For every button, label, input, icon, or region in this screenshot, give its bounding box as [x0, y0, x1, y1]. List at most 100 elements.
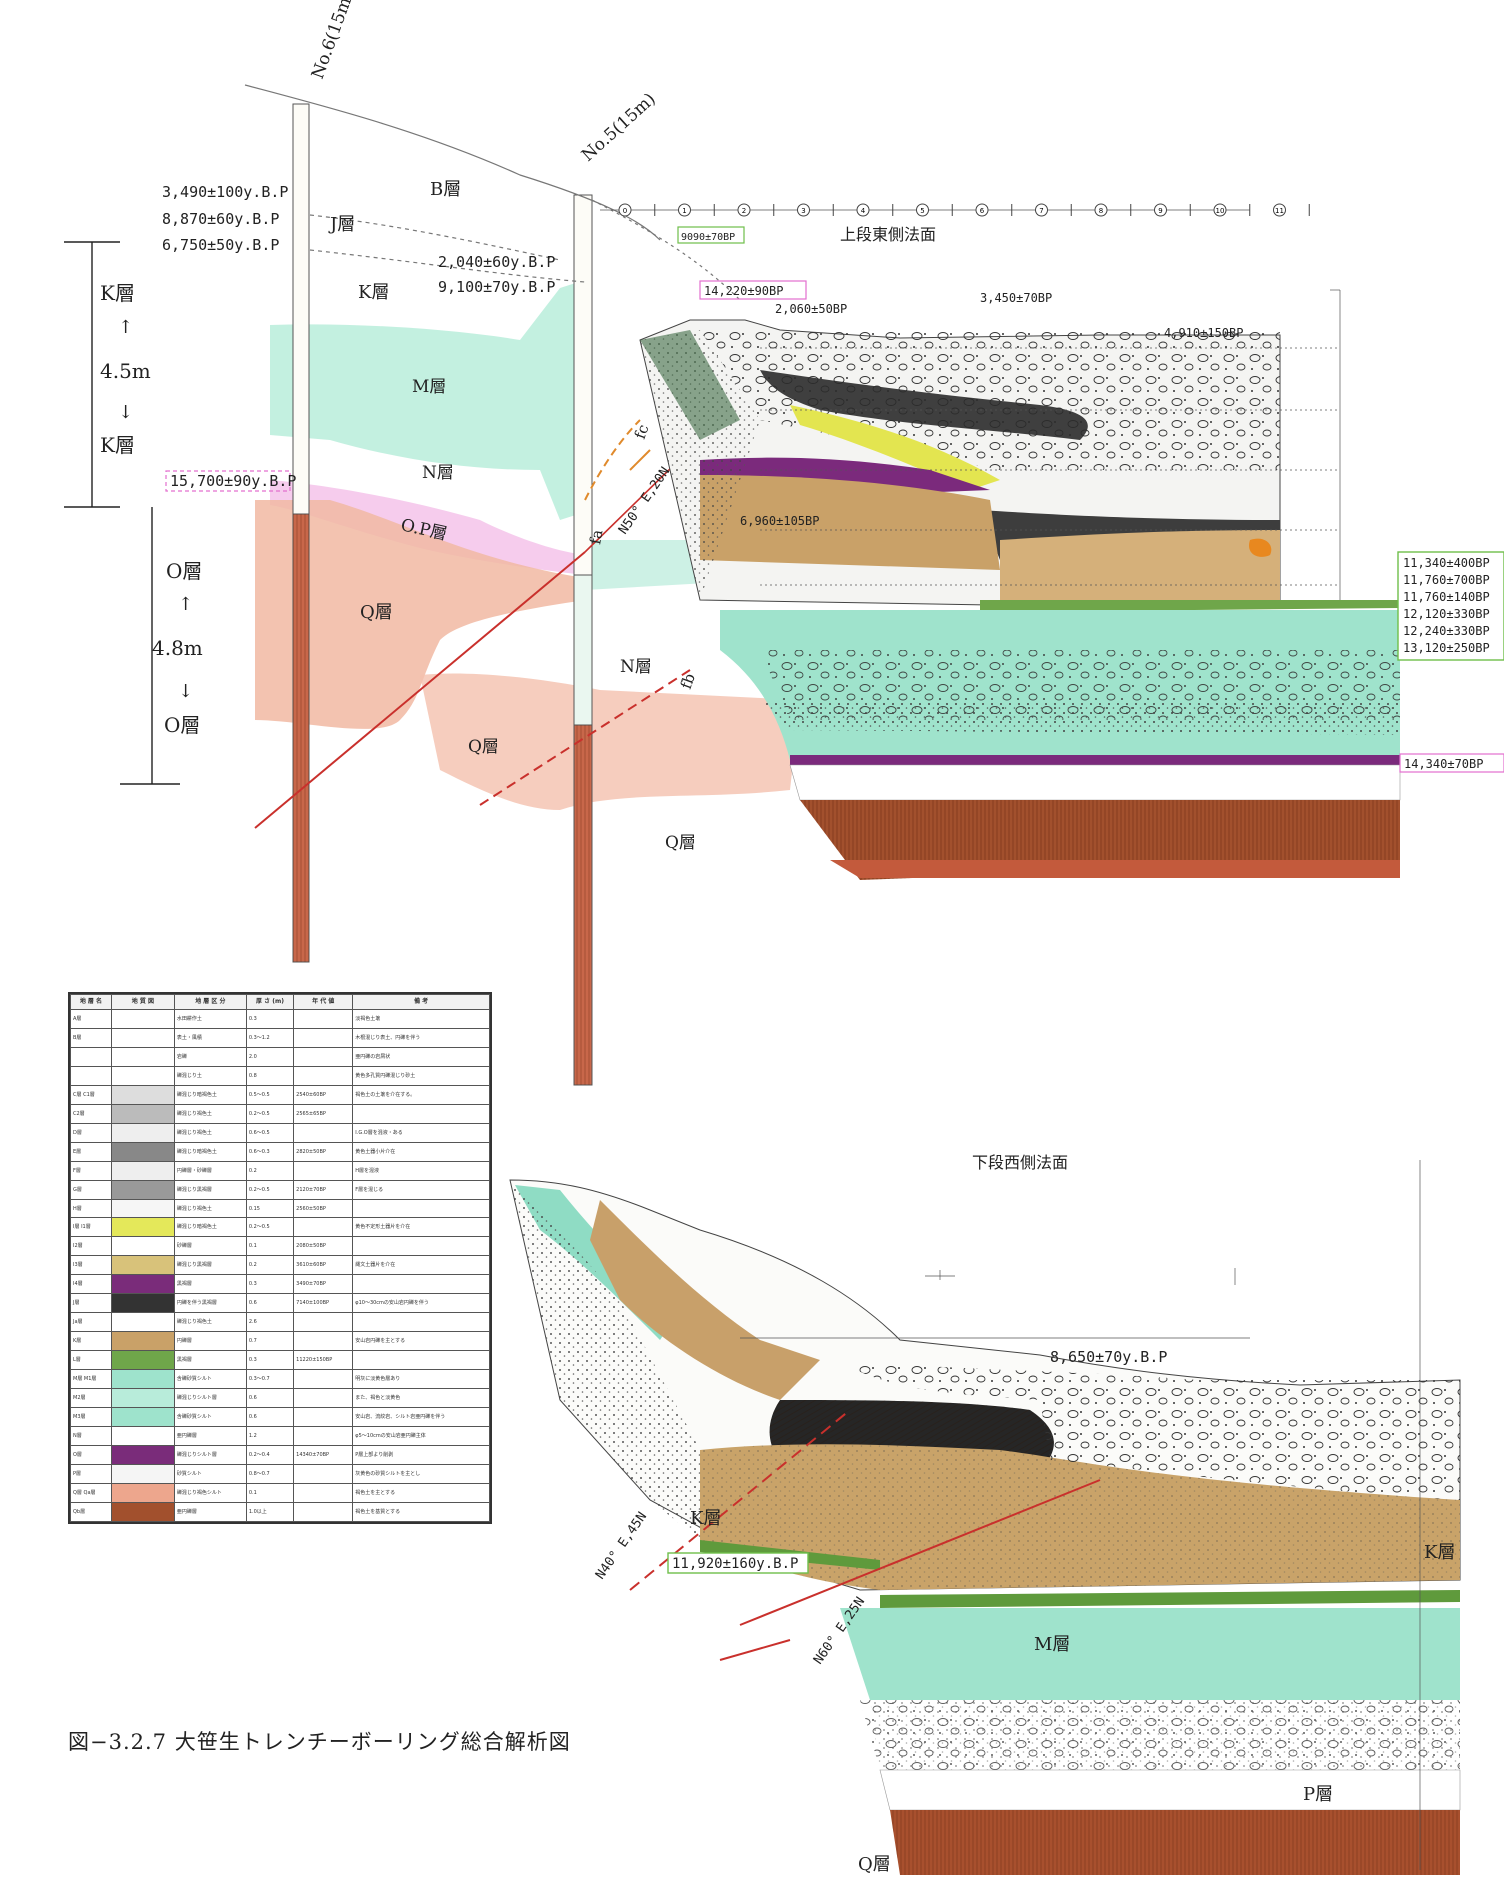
column-marker-label-10: 10	[1216, 207, 1225, 215]
legend-cell	[110, 1065, 175, 1086]
legend-cell: 3490±70BP	[293, 1274, 354, 1295]
lower-fault-lines	[629, 1409, 1101, 1661]
legend-cell	[110, 1407, 175, 1427]
legend-cell: F層を混じる	[352, 1179, 490, 1200]
legend-header-1: 地 質 図	[110, 994, 175, 1010]
column-marker-4	[856, 203, 870, 217]
legend-cell	[110, 1009, 175, 1029]
date-highlight-left: 15,700±90y.B.P	[170, 472, 296, 490]
column-marker-7	[1035, 203, 1048, 217]
upper-lower-part	[720, 610, 1401, 880]
column-marker-10	[1213, 203, 1227, 217]
layer-q: Q層	[360, 602, 393, 623]
legend-cell: 礫混じりシルト層	[173, 1444, 247, 1465]
legend-cell	[293, 1312, 354, 1333]
lower-grid	[740, 1160, 1421, 1870]
layer-n: N層	[422, 463, 454, 483]
legend-cell: Ja層	[70, 1312, 112, 1333]
upper-purple-band	[700, 457, 990, 492]
legend-cell: 0.2	[245, 1255, 295, 1276]
date-no5-1: 2,040±60y.B.P	[438, 253, 555, 271]
legend-cell: 7140±100BP	[293, 1293, 354, 1314]
legend-cell: K層	[70, 1331, 112, 1352]
legend-cell: 安山岩、流紋岩、シルト岩亜円礫を伴う	[352, 1407, 490, 1427]
legend-cell: 亜円礫の岩屑状	[352, 1046, 490, 1067]
column-marker-1	[678, 203, 691, 217]
layer-k: K層	[358, 282, 389, 303]
legend-cell: 1.0以上	[245, 1501, 295, 1523]
legend-cell: 2820±50BP	[293, 1141, 354, 1162]
lower-layer-q: Q層	[858, 1854, 891, 1875]
legend-cell: 礫混じり褐色土	[173, 1122, 247, 1143]
legend-cell: B層	[70, 1027, 112, 1048]
legend-cell: G層	[70, 1179, 112, 1200]
legend-cell	[110, 1388, 175, 1409]
legend-cell: 灰黄色の砂質シルトを主とし	[352, 1463, 490, 1484]
legend-cell: 礫混じり暗褐色土	[173, 1141, 247, 1162]
lower-ochre-wedge	[590, 1200, 820, 1400]
legend-cell: C層 C1層	[70, 1084, 112, 1105]
legend-cell: 含礫砂質シルト	[173, 1407, 247, 1427]
legend-cell: 含礫砂質シルト	[173, 1369, 247, 1390]
column-marker-label-6: 6	[980, 207, 985, 215]
legend-cell	[110, 1046, 175, 1067]
legend-cell	[110, 1236, 175, 1257]
legend-cell	[110, 1444, 175, 1465]
column-marker-3	[797, 203, 810, 217]
column-marker-6	[975, 203, 989, 217]
upper-section-title: 上段東側法面	[840, 225, 936, 244]
legend-cell: 礫混じり暗褐色土	[173, 1084, 247, 1105]
right-date-5: 12,240±330BP	[1403, 624, 1490, 638]
layer-q2: Q層	[468, 737, 499, 757]
legend-cell: 岩礫	[173, 1046, 247, 1067]
scale-up-arrow-1: ↑	[118, 317, 133, 338]
upper-green-wedge	[640, 330, 740, 440]
upper-yellow-band	[790, 405, 1000, 490]
legend-cell: I層 I1層	[70, 1217, 112, 1238]
legend-cell: 水田耕作土	[173, 1009, 247, 1029]
band-q2-salmon	[420, 673, 800, 810]
legend-cell: I.G.O層を混液・ある	[352, 1122, 490, 1143]
legend-cell	[70, 1046, 112, 1067]
column-marker-label-8: 8	[1099, 207, 1103, 215]
legend-cell: 黄色多孔質円礫混じり砂土	[352, 1065, 490, 1086]
legend-cell	[293, 1046, 354, 1067]
legend-cell	[352, 1350, 490, 1371]
scale-down-arrow-1: ↓	[118, 402, 133, 423]
legend-cell: 2120±70BP	[293, 1179, 354, 1200]
legend-cell	[352, 1274, 490, 1295]
column-marker-5	[916, 203, 929, 217]
legend-cell: 礫混じり褐色土	[173, 1198, 247, 1219]
date-no6-1: 3,490±100y.B.P	[162, 183, 288, 201]
legend-cell: 0.6	[245, 1388, 295, 1409]
legend-cell	[110, 1463, 175, 1484]
column-marker-label-3: 3	[801, 207, 805, 215]
legend-cell	[110, 1084, 175, 1105]
lower-lower-part	[840, 1608, 1461, 1875]
scale-upper-top: K層	[100, 281, 135, 305]
legend-cell: 礫混じり土	[173, 1065, 247, 1086]
legend-cell: M2層	[70, 1388, 112, 1409]
legend-cell: 2560±50BP	[293, 1198, 354, 1219]
legend-cell	[110, 1255, 175, 1276]
upper-grid	[600, 209, 1341, 600]
legend-cell: N層	[70, 1425, 112, 1446]
legend-header-4: 年 代 値	[293, 994, 354, 1010]
date-14220: 14,220±90BP	[704, 284, 783, 298]
legend-cell: 0.6〜0.5	[245, 1122, 295, 1143]
column-marker-label-5: 5	[920, 207, 924, 215]
legend-cell	[352, 1198, 490, 1219]
scale-lower-top: O層	[166, 559, 202, 583]
column-marker-9	[1154, 203, 1167, 217]
